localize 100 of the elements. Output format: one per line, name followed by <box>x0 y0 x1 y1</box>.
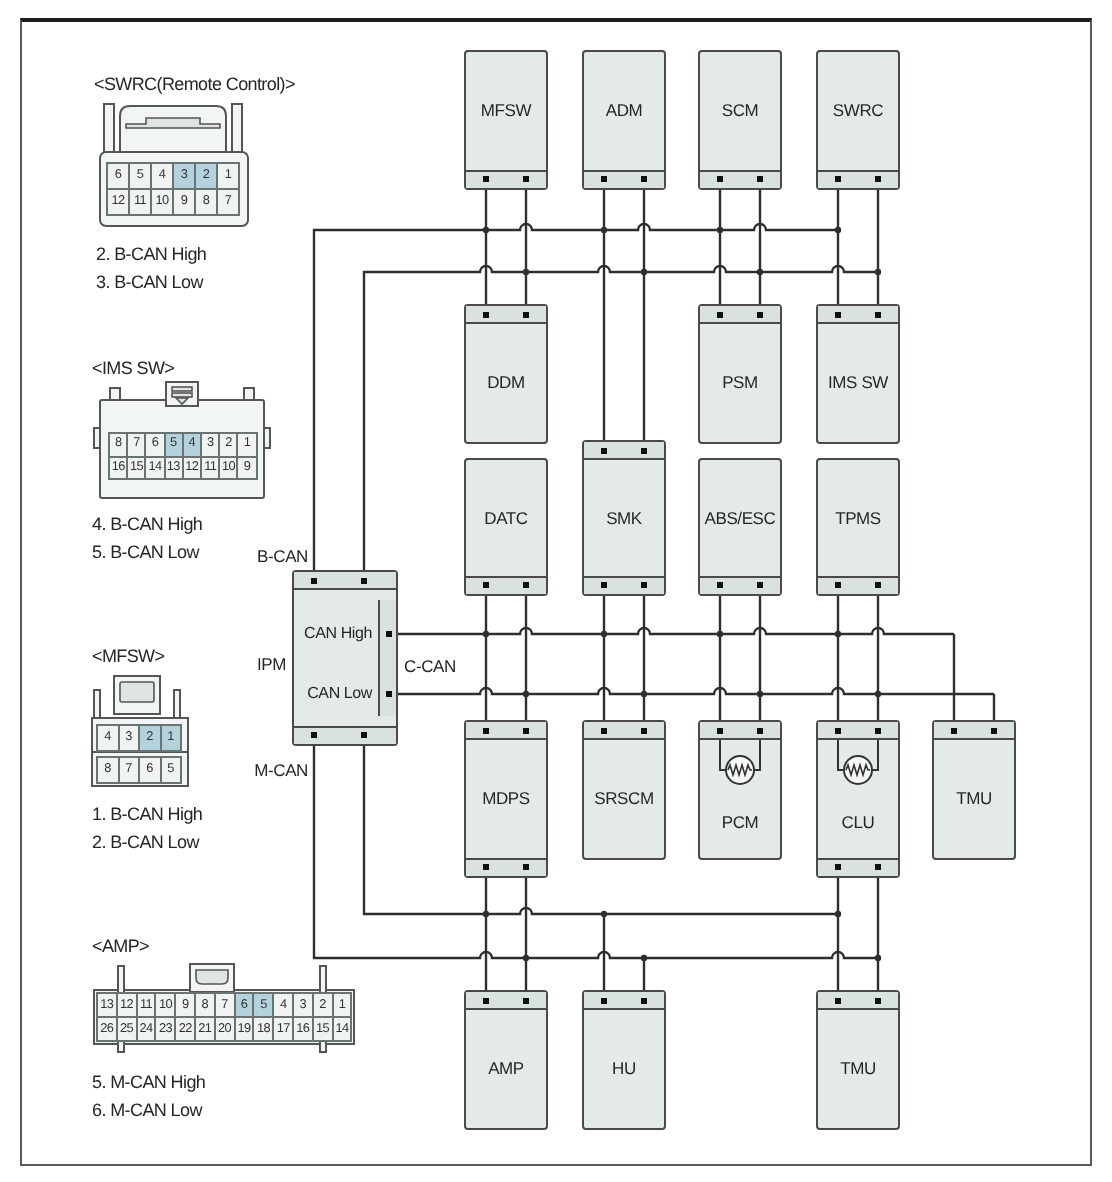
module-name: MDPS <box>482 788 530 810</box>
module-box <box>816 304 900 444</box>
wire <box>602 596 606 634</box>
module-box <box>816 50 900 190</box>
module-name: DATC <box>484 507 528 529</box>
wire <box>484 596 488 634</box>
module-name: SMK <box>606 507 642 529</box>
wire <box>484 190 488 230</box>
wire <box>758 596 762 694</box>
connector-title: <MFSW> <box>92 644 165 668</box>
wire <box>602 230 606 440</box>
bus-line <box>362 744 842 918</box>
wire <box>642 596 646 694</box>
wire <box>484 878 488 914</box>
module-box <box>582 50 666 190</box>
module-box <box>464 50 548 190</box>
wire <box>718 190 722 230</box>
wire <box>524 596 528 694</box>
wire <box>718 596 722 634</box>
wire <box>758 694 762 720</box>
module-name: SCM <box>721 100 759 122</box>
pin-label: CAN High <box>304 622 372 646</box>
module-box <box>582 990 666 1130</box>
module-box <box>582 440 666 596</box>
wire <box>718 634 722 720</box>
connector-title: <AMP> <box>92 934 150 958</box>
bus-line <box>312 222 842 572</box>
wire <box>836 596 840 634</box>
wire <box>642 694 646 720</box>
module-name: ADM <box>605 100 643 122</box>
module-box <box>464 458 548 596</box>
pin-note: 5. B-CAN Low <box>92 540 199 564</box>
connector-title: <SWRC(Remote Control)> <box>94 72 295 96</box>
module-name: CLU <box>841 811 875 833</box>
wire <box>524 878 528 958</box>
wire <box>836 230 840 304</box>
wire <box>876 958 880 990</box>
bus-line <box>396 626 956 638</box>
module-name: TPMS <box>835 507 881 529</box>
wire <box>524 272 528 304</box>
wire <box>836 190 840 230</box>
connector-title: <IMS SW> <box>92 356 175 380</box>
bus-label: C-CAN <box>404 654 458 678</box>
module-name: PSM <box>722 372 758 394</box>
bus-line <box>312 744 882 962</box>
wire <box>642 958 646 990</box>
wire <box>876 694 880 720</box>
wire <box>484 914 488 990</box>
module-name: IPM <box>254 652 286 676</box>
pin-note: 2. B-CAN High <box>96 242 207 266</box>
bus-label: B-CAN <box>255 544 308 568</box>
wire <box>602 634 606 720</box>
bus-line <box>396 686 996 698</box>
module-box <box>698 720 782 860</box>
module-name: IMS SW <box>828 372 888 394</box>
module-name: ABS/ESC <box>704 507 776 529</box>
pin-label: CAN Low <box>307 682 372 706</box>
module-box <box>698 50 782 190</box>
wire <box>602 190 606 230</box>
module-name: TMU <box>840 1058 876 1080</box>
wire <box>524 694 528 720</box>
wire <box>718 230 722 304</box>
module-name: MFSW <box>480 100 532 122</box>
module-name: SRSCM <box>594 788 654 810</box>
module-box <box>582 720 666 860</box>
module-name: SWRC <box>832 100 884 122</box>
module-box <box>464 304 548 444</box>
pin-note: 3. B-CAN Low <box>96 270 203 294</box>
module-name: AMP <box>488 1058 524 1080</box>
module-name: TMU <box>956 788 992 810</box>
wire <box>876 272 880 304</box>
module-box <box>932 720 1016 860</box>
pin-note: 4. B-CAN High <box>92 512 203 536</box>
module-name: HU <box>612 1058 636 1080</box>
pin-note: 1. B-CAN High <box>92 802 203 826</box>
module-box <box>816 720 900 878</box>
module-name: PCM <box>721 811 759 833</box>
wire <box>836 878 840 914</box>
wire <box>758 272 762 304</box>
pin-note: 5. M-CAN High <box>92 1070 206 1094</box>
module-box <box>464 990 548 1130</box>
wire <box>992 694 996 720</box>
module-box <box>464 720 548 878</box>
module-name: DDM <box>487 372 525 394</box>
wire <box>836 914 840 990</box>
module-box <box>816 990 900 1130</box>
wire <box>952 634 956 720</box>
wire <box>484 230 488 304</box>
wire <box>758 190 762 272</box>
module-box <box>698 458 782 596</box>
wire <box>836 634 840 720</box>
pin-note: 2. B-CAN Low <box>92 830 199 854</box>
wire <box>642 272 646 440</box>
wire <box>642 190 646 272</box>
wire <box>876 596 880 694</box>
wire <box>524 958 528 990</box>
wire <box>602 914 606 990</box>
module-box <box>698 304 782 444</box>
wire <box>876 190 880 272</box>
wire <box>484 634 488 720</box>
